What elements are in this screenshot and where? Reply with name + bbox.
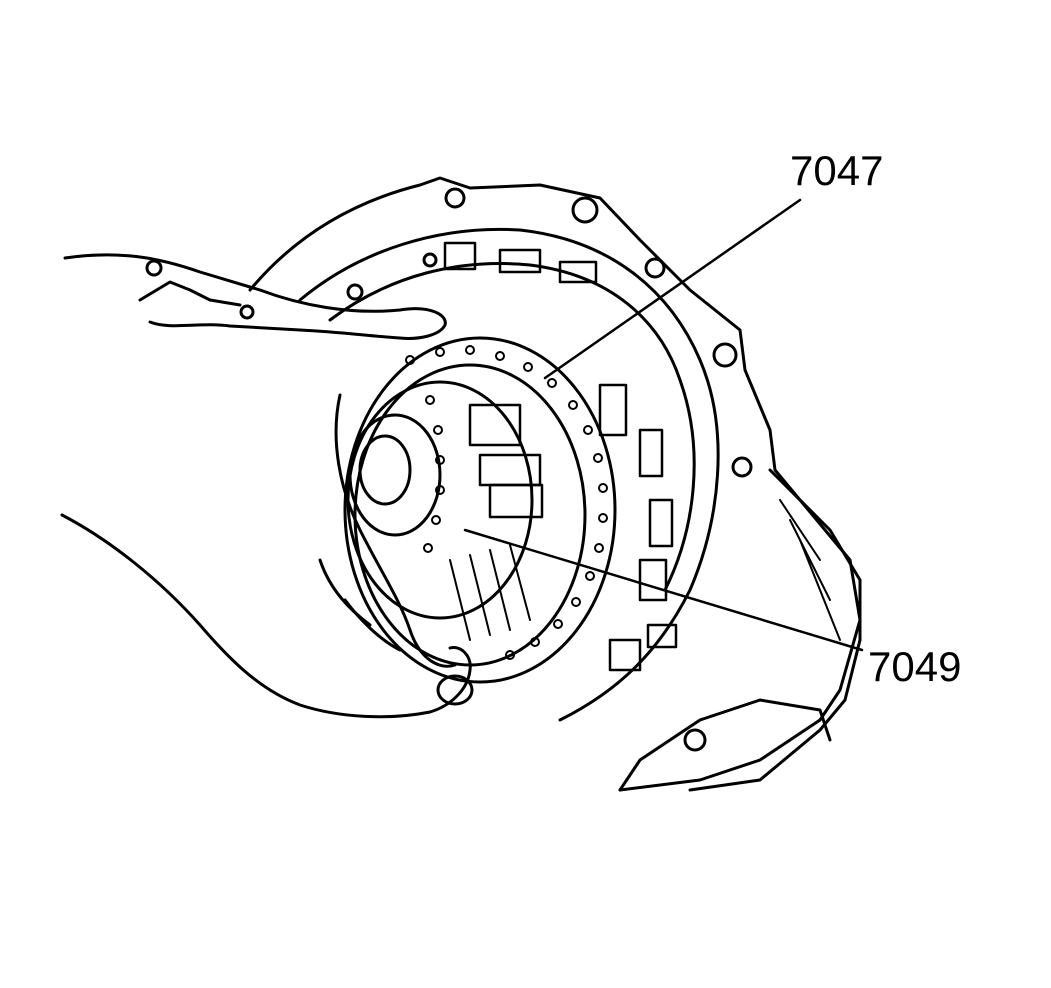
clutch-ring-outer [343,336,617,684]
lower-hand-finger-2 [318,558,402,652]
housing-bolt-8 [422,252,438,268]
housing-bolt-2 [644,257,666,279]
extension-lines [779,499,841,641]
callout-label-7049: 7049 [868,643,962,690]
extension-housing [688,468,862,792]
upper-hand-bolt-2 [239,304,255,320]
housing-bolt-5 [683,728,707,752]
housing-bolt-3 [712,342,738,368]
hub-inner [358,434,412,506]
housing-slots [443,241,678,672]
drum-fins [449,544,531,641]
leader-line-7049 [463,528,864,652]
clutch-blocks [468,403,544,519]
lower-hand-thumbnail [436,674,474,706]
lower-hand-fingers [334,393,457,668]
housing-inner-edge-2 [328,261,696,592]
upper-hand [63,253,447,340]
housing-bolt-7 [346,283,364,301]
upper-hand-thumb [138,280,242,307]
hub-outer [348,413,442,537]
housing-bolt-1 [571,196,599,224]
ring-holes [405,345,608,660]
housing-bolt-6 [444,187,466,209]
leader-line-7047 [543,198,802,380]
lower-hand [60,513,472,719]
housing-outline [248,176,862,792]
housing-inner-edge [298,227,720,722]
upper-hand-bolt [145,259,163,277]
callout-label-7047: 7047 [790,147,884,194]
bottom-flange [618,698,832,792]
housing-bolt-4 [731,456,753,478]
